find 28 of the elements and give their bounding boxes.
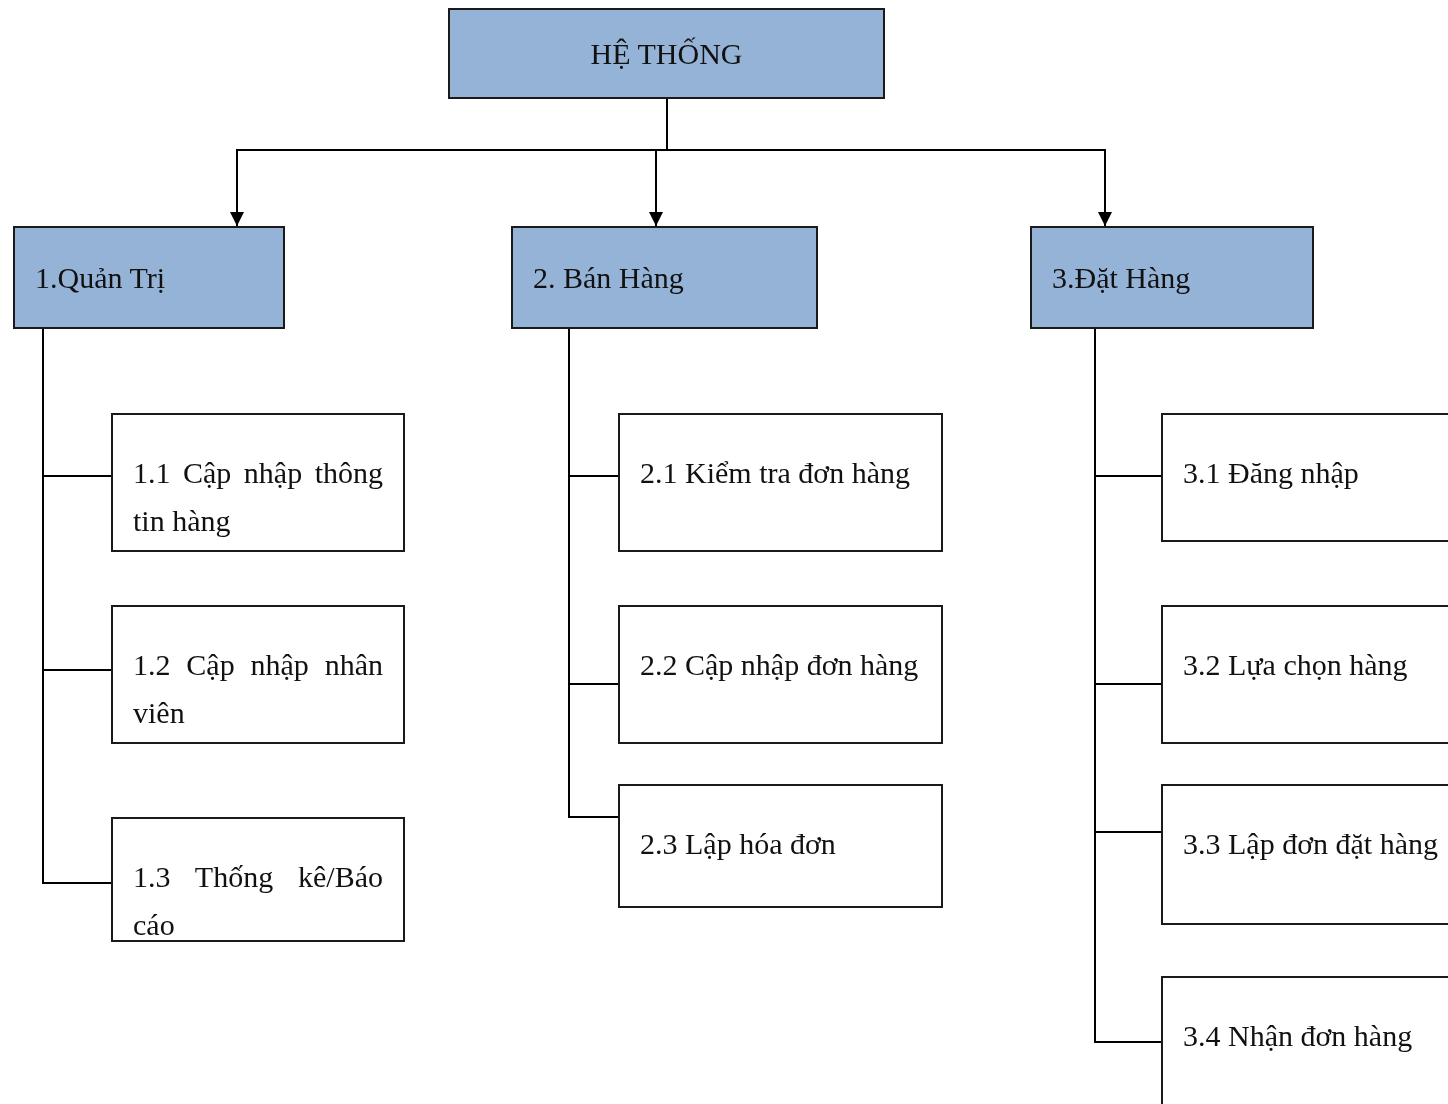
function-box: [1161, 605, 1448, 744]
box-label: 1.Quản Trị: [35, 260, 166, 295]
box-label: 2.1 Kiểm tra đơn hàng: [640, 455, 911, 491]
function-box: [1161, 784, 1448, 925]
module-box: [13, 226, 285, 329]
function-box: [618, 605, 943, 744]
box-label: 1.2 Cập nhập nhân viên: [133, 647, 383, 731]
box-label: 2. Bán Hàng: [533, 260, 684, 295]
function-box: [1161, 413, 1448, 542]
function-box: [111, 605, 405, 744]
box-label: 3.1 Đăng nhập: [1183, 455, 1360, 491]
box-label: 3.3 Lập đơn đặt hàng: [1183, 826, 1439, 862]
box-label: 3.4 Nhận đơn hàng: [1183, 1018, 1414, 1054]
box-label: 1.3 Thống kê/Báo cáo: [133, 859, 383, 943]
module-box: [511, 226, 818, 329]
function-box: [618, 413, 943, 552]
box-label: HỆ THỐNG: [590, 36, 743, 71]
function-box: [618, 784, 943, 908]
box-label: 3.Đặt Hàng: [1052, 260, 1191, 295]
box-label: 1.1 Cập nhập thông tin hàng: [133, 455, 383, 539]
function-box: [111, 413, 405, 552]
module-box: [448, 8, 885, 99]
box-label: 2.3 Lập hóa đơn: [640, 826, 837, 862]
function-box: [1161, 976, 1448, 1104]
module-box: [1030, 226, 1314, 329]
box-label: 3.2 Lựa chọn hàng: [1183, 647, 1409, 683]
box-label: 2.2 Cập nhập đơn hàng: [640, 647, 920, 683]
function-box: [111, 817, 405, 942]
